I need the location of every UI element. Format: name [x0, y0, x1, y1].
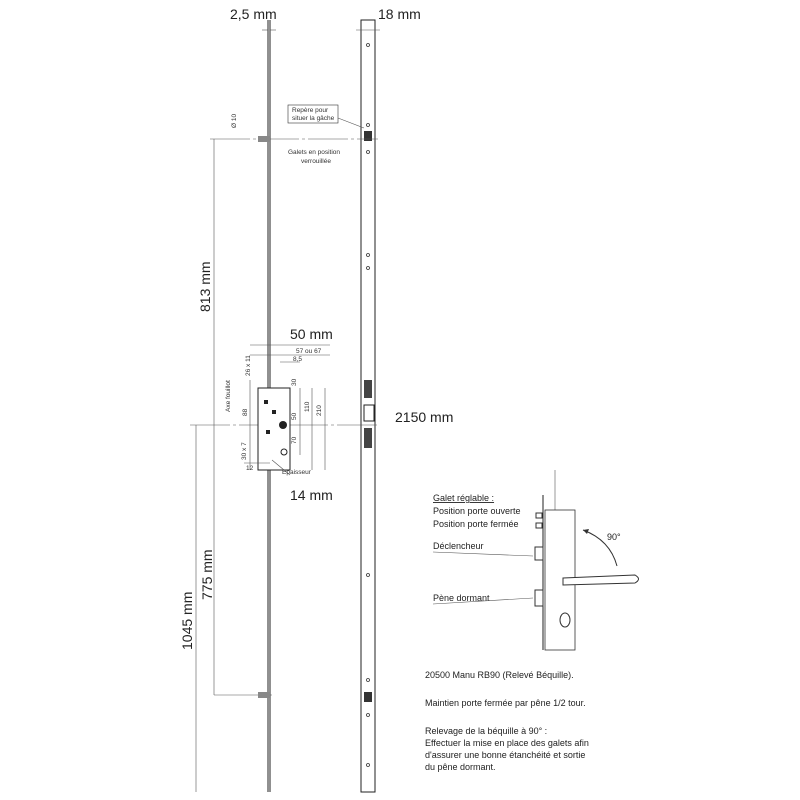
thickness-value: 14 mm	[290, 487, 333, 503]
spindle-square-label: 26 x 11	[245, 355, 252, 376]
lift-text-3: du pêne dormant.	[425, 762, 496, 772]
cylinder-dim: 30 x 7	[241, 442, 248, 460]
trigger-label: Déclencheur	[433, 541, 484, 551]
roller-top	[364, 131, 372, 141]
spindle-axis-label: Axe fouillot	[225, 380, 232, 412]
handle-detail-view: 90° Galet réglable : Position porte ouve…	[432, 470, 639, 651]
diameter-label: Ø 10	[231, 114, 238, 128]
lower-total-label: 1045 mm	[179, 592, 195, 650]
total-length-label: 2150 mm	[395, 409, 453, 425]
lift-text-2: d'assurer une bonne étanchéité et sortie	[425, 750, 586, 760]
model-note: 20500 Manu RB90 (Relevé Béquille).	[425, 670, 574, 680]
angle-label: 90°	[607, 532, 621, 542]
lower-length-label: 775 mm	[199, 549, 215, 600]
dim-70: 70	[291, 436, 298, 444]
backset-width-label: 50 mm	[290, 326, 333, 342]
upper-length-label: 813 mm	[197, 261, 213, 312]
open-position-label: Position porte ouverte	[433, 506, 521, 516]
deadbolt-label: Pène dormant	[433, 593, 490, 603]
lock-case	[257, 387, 291, 471]
dim-110: 110	[304, 401, 311, 412]
faceplate-width-label: 18 mm	[378, 6, 421, 22]
thickness-label: Epaisseur	[282, 469, 312, 476]
backset-options-label: 57 ou 67	[296, 348, 322, 355]
rollers-callout-line2: verrouillée	[301, 158, 331, 165]
marker-callout-box	[287, 104, 339, 124]
dim-50: 50	[291, 412, 298, 420]
lift-text-1: Effectuer la mise en place des galets af…	[425, 738, 589, 748]
closed-position-label: Position porte fermée	[433, 519, 519, 529]
dim-88: 88	[242, 408, 249, 416]
roller-bottom	[364, 692, 372, 702]
offset-label: 8,5	[293, 356, 302, 363]
rollers-callout-line1: Galets en position	[288, 149, 340, 156]
dim-30: 30	[291, 378, 298, 386]
lift-title: Relevage de la béquille à 90° :	[425, 726, 548, 736]
adjustable-roller-label: Galet réglable :	[433, 493, 494, 503]
dim-12: 12	[246, 465, 254, 472]
marker-callout-line2: situer la gâche	[292, 115, 335, 122]
marker-callout-line1: Repère pour	[292, 107, 329, 114]
hold-note: Maintien porte fermée par pêne 1/2 tour.	[425, 698, 586, 708]
faceplate-front-view	[360, 19, 376, 793]
dim-210: 210	[316, 405, 323, 416]
profile-thickness-label: 2,5 mm	[230, 6, 277, 22]
